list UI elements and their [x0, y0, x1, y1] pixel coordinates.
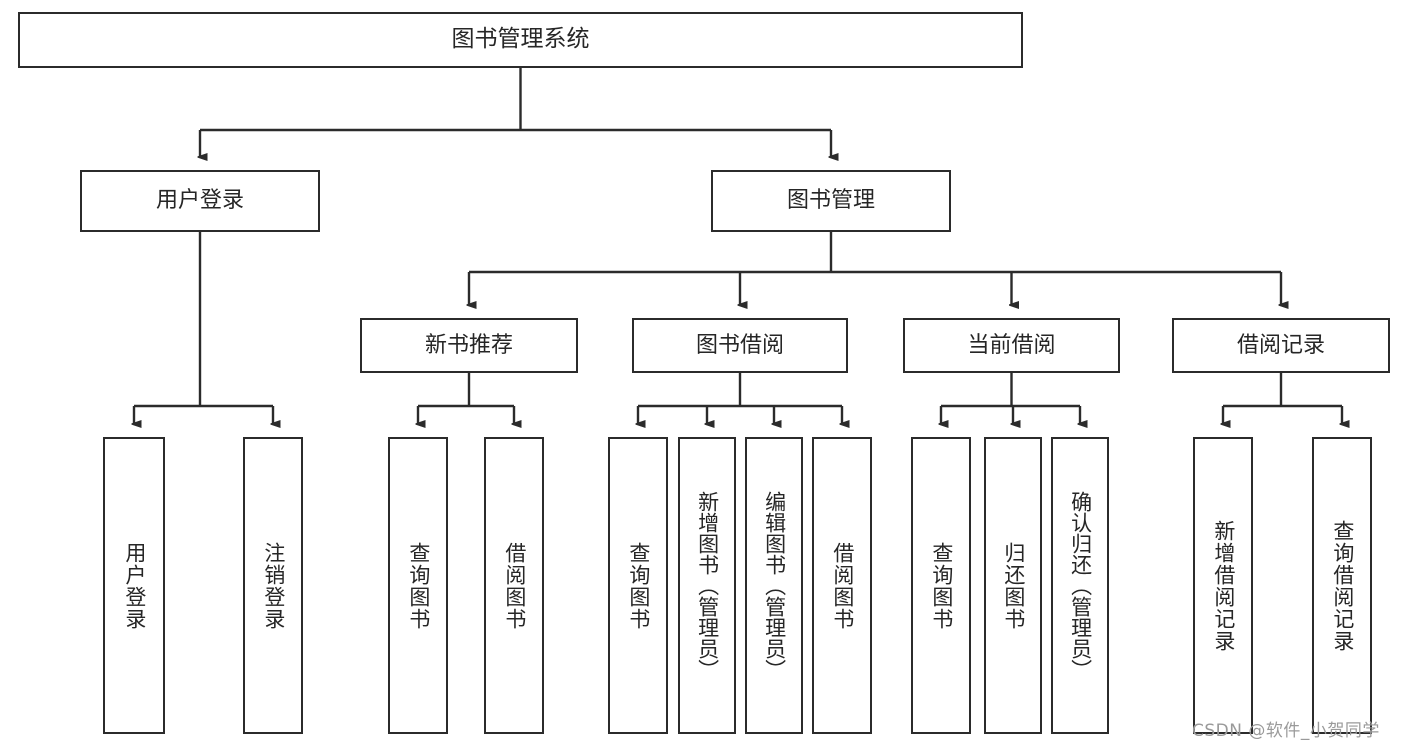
node-label: 图书借阅 [695, 332, 784, 358]
node-leaf-edit-book[interactable]: 编辑图书（管理员） [745, 437, 803, 734]
node-label: 查询借阅记录 [1330, 519, 1355, 652]
node-leaf-borrow-book-1[interactable]: 借阅图书 [484, 437, 544, 734]
node-root[interactable]: 图书管理系统 [18, 12, 1023, 68]
node-leaf-user-login[interactable]: 用户登录 [103, 437, 165, 734]
node-leaf-add-record[interactable]: 新增借阅记录 [1193, 437, 1253, 734]
node-label: 用户登录 [155, 188, 244, 214]
node-leaf-query-record[interactable]: 查询借阅记录 [1312, 437, 1372, 734]
node-label: 图书管理系统 [451, 26, 590, 53]
node-borrow-record[interactable]: 借阅记录 [1172, 318, 1390, 373]
node-label: 确认归还（管理员） [1068, 491, 1093, 680]
node-user-login[interactable]: 用户登录 [80, 170, 320, 232]
node-leaf-confirm-return[interactable]: 确认归还（管理员） [1051, 437, 1109, 734]
node-label: 查询图书 [406, 541, 431, 630]
node-label: 归还图书 [1001, 541, 1026, 630]
node-label: 借阅记录 [1236, 332, 1325, 358]
node-leaf-add-book[interactable]: 新增图书（管理员） [678, 437, 736, 734]
node-leaf-query-book-1[interactable]: 查询图书 [388, 437, 448, 734]
node-book-borrow[interactable]: 图书借阅 [632, 318, 848, 373]
node-book-manage[interactable]: 图书管理 [711, 170, 951, 232]
node-label: 注销登录 [261, 541, 286, 630]
node-label: 查询图书 [626, 541, 651, 630]
node-label: 借阅图书 [830, 541, 855, 630]
node-label: 借阅图书 [502, 541, 527, 630]
node-label: 用户登录 [122, 541, 147, 630]
node-leaf-logout[interactable]: 注销登录 [243, 437, 303, 734]
node-current-borrow[interactable]: 当前借阅 [903, 318, 1120, 373]
node-label: 新增借阅记录 [1211, 519, 1236, 652]
node-label: 新增图书（管理员） [695, 491, 720, 680]
node-label: 图书管理 [786, 188, 875, 214]
node-leaf-query-book-3[interactable]: 查询图书 [911, 437, 971, 734]
node-label: 查询图书 [929, 541, 954, 630]
node-label: 编辑图书（管理员） [762, 491, 787, 680]
node-leaf-borrow-book-2[interactable]: 借阅图书 [812, 437, 872, 734]
node-label: 当前借阅 [967, 332, 1056, 358]
node-leaf-query-book-2[interactable]: 查询图书 [608, 437, 668, 734]
node-leaf-return-book[interactable]: 归还图书 [984, 437, 1042, 734]
node-label: 新书推荐 [424, 332, 513, 358]
node-new-book-recommend[interactable]: 新书推荐 [360, 318, 578, 373]
